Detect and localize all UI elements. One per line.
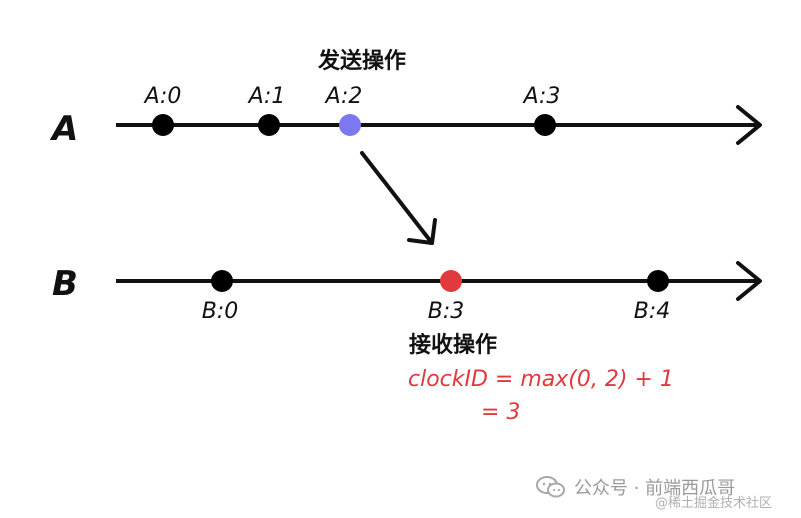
event-a2-send-dot — [339, 114, 361, 136]
event-a1-label: A:1 — [247, 84, 286, 109]
wechat-icon — [536, 475, 566, 499]
event-b3-label: B:3 — [428, 299, 465, 324]
event-a3-label: A:3 — [522, 84, 561, 109]
event-b4-dot — [647, 270, 669, 292]
watermark-sub: @稀土掘金技术社区 — [655, 496, 773, 511]
timeline-a-name: A — [49, 109, 78, 149]
watermark-text: 公众号 · 前端西瓜哥 — [574, 478, 736, 499]
timeline-b-arrowhead — [736, 261, 762, 301]
message-arrowhead — [407, 218, 437, 245]
event-a2-label: A:2 — [324, 84, 363, 109]
event-a1-dot — [258, 114, 280, 136]
receive-caption: 接收操作 — [409, 332, 497, 358]
formula-line-1: clockID = max(0, 2) + 1 — [408, 367, 674, 392]
watermark: 公众号 · 前端西瓜哥 — [536, 470, 735, 504]
formula-line-2: = 3 — [481, 400, 520, 425]
message-arrow-line — [360, 151, 434, 245]
event-b0-label: B:0 — [202, 299, 239, 324]
timeline-b-name: B — [52, 264, 78, 304]
event-a3-dot — [534, 114, 556, 136]
event-b3-receive-dot — [440, 270, 462, 292]
event-b4-label: B:4 — [634, 299, 671, 324]
event-a0-label: A:0 — [143, 84, 182, 109]
timeline-a-arrowhead — [736, 105, 762, 145]
event-a0-dot — [152, 114, 174, 136]
send-caption: 发送操作 — [317, 48, 406, 74]
event-b0-dot — [211, 270, 233, 292]
